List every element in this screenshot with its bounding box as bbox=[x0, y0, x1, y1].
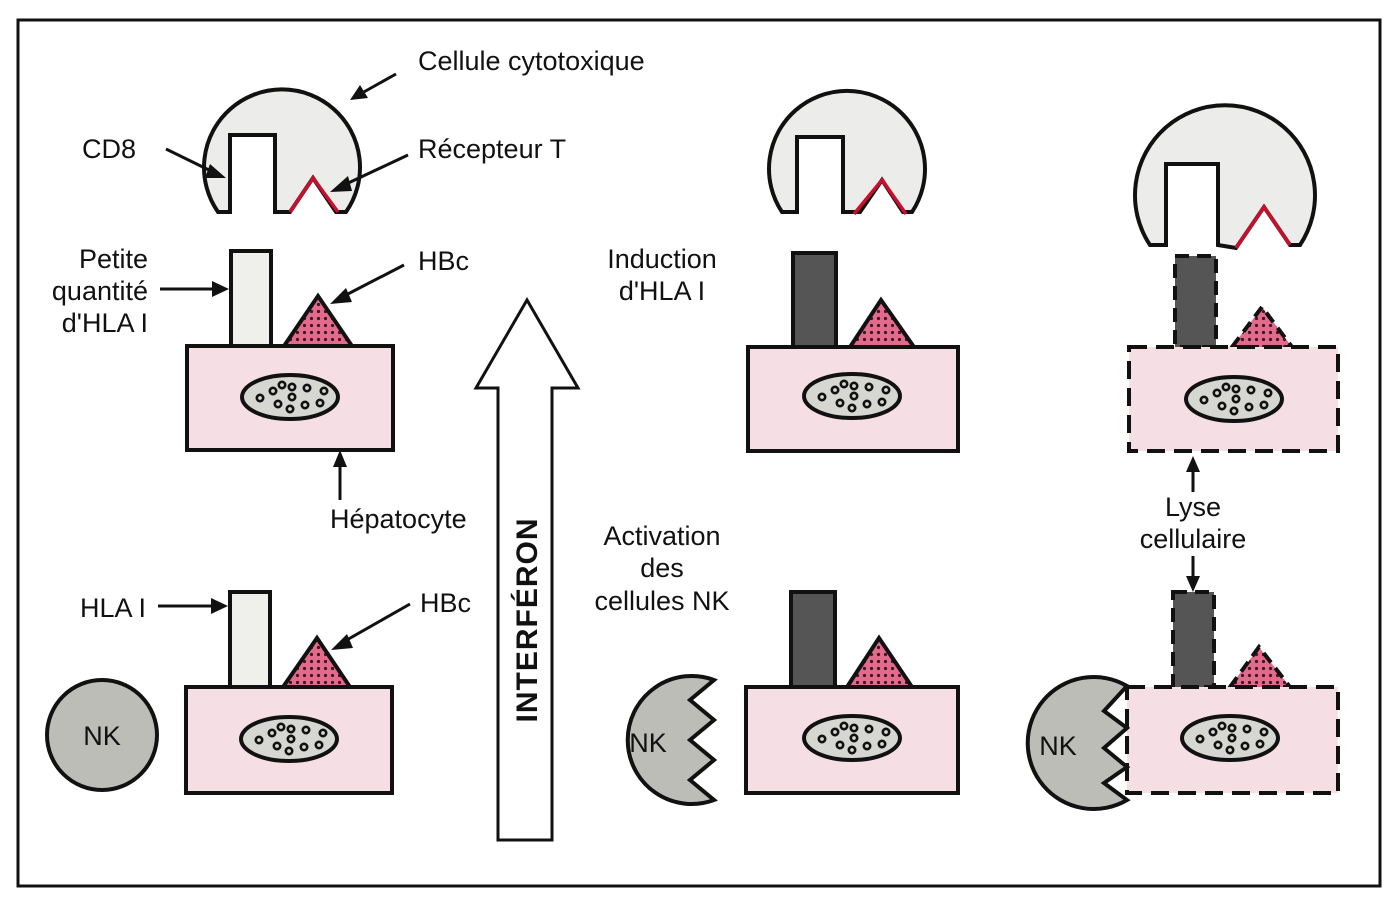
label-nk-right: NK bbox=[1039, 731, 1077, 761]
interferon-arrow: INTERFÉRON bbox=[473, 297, 581, 842]
nucleus bbox=[1180, 714, 1280, 762]
hbc-antigen bbox=[846, 296, 918, 349]
hepatocyte-top-middle bbox=[746, 251, 960, 453]
hla-high-molecule bbox=[791, 251, 838, 349]
cytotoxic-cell-middle bbox=[767, 88, 927, 216]
hla-high-molecule bbox=[1173, 254, 1218, 349]
t-cell-receptor bbox=[852, 177, 908, 216]
arrow-lysis-up bbox=[1186, 456, 1200, 492]
cytotoxic-cell-left bbox=[202, 87, 362, 214]
hla-high-molecule bbox=[789, 590, 837, 689]
label-nk-middle: NK bbox=[629, 728, 667, 758]
nucleus bbox=[239, 715, 339, 763]
hepatocyte-bottom-left bbox=[184, 590, 394, 795]
arrow-hbc-top bbox=[330, 263, 405, 304]
label-small-hla-2: quantité bbox=[52, 276, 148, 306]
hbc-antigen bbox=[843, 634, 916, 689]
arrow-hla-i bbox=[158, 598, 228, 614]
hbc-antigen bbox=[1228, 303, 1296, 349]
label-activation-3: cellules NK bbox=[594, 586, 729, 616]
arrow-cd8 bbox=[165, 147, 226, 178]
arrow-lysis-down bbox=[1186, 556, 1200, 592]
hla-low-molecule bbox=[229, 249, 273, 348]
label-cd8: CD8 bbox=[82, 134, 136, 164]
label-nk-left: NK bbox=[83, 721, 121, 751]
hepatocyte-lysed-top bbox=[1127, 254, 1340, 453]
label-lysis-2: cellulaire bbox=[1140, 524, 1247, 554]
arrow-hepatocyte bbox=[333, 450, 347, 500]
label-cytotoxic-cell: Cellule cytotoxique bbox=[418, 46, 645, 76]
hla-high-molecule bbox=[1171, 590, 1216, 689]
nucleus bbox=[802, 714, 902, 762]
label-hbc-top: HBc bbox=[418, 246, 469, 276]
label-small-hla-3: d'HLA I bbox=[62, 308, 148, 338]
label-hepatocyte: Hépatocyte bbox=[330, 504, 467, 534]
hbc-antigen bbox=[1226, 643, 1295, 689]
label-receptor-t: Récepteur T bbox=[418, 134, 566, 164]
hepatocyte-top-left bbox=[185, 249, 395, 452]
figure-frame bbox=[16, 18, 1382, 888]
nk-cell-left: NK bbox=[45, 678, 159, 792]
nucleus bbox=[240, 373, 340, 421]
arrow-hbc-bottom bbox=[331, 602, 411, 650]
t-cell-receptor bbox=[1234, 203, 1292, 249]
nucleus bbox=[1184, 375, 1284, 423]
label-lysis-1: Lyse bbox=[1165, 492, 1221, 522]
nucleus bbox=[802, 372, 902, 420]
cytotoxic-cell-right bbox=[1133, 103, 1317, 251]
arrow-receptor-t bbox=[330, 153, 409, 192]
arrow-small-hla bbox=[160, 281, 229, 297]
hla-low-molecule bbox=[228, 590, 272, 689]
t-cell-receptor bbox=[288, 174, 340, 214]
label-small-hla-1: Petite bbox=[79, 244, 148, 274]
arrow-cytotoxic-cell bbox=[350, 72, 397, 100]
hepatocyte-lysed-bottom bbox=[1125, 590, 1340, 795]
label-induction-2: d'HLA I bbox=[619, 276, 705, 306]
label-induction-1: Induction bbox=[607, 244, 717, 274]
label-activation-1: Activation bbox=[603, 521, 720, 551]
hepatocyte-bottom-middle bbox=[744, 590, 960, 795]
label-hbc-bottom: HBc bbox=[420, 588, 471, 618]
label-interferon: INTERFÉRON bbox=[510, 518, 544, 723]
hbc-antigen bbox=[280, 292, 356, 348]
label-activation-2: des bbox=[640, 553, 684, 583]
label-hla-i: HLA I bbox=[80, 593, 146, 623]
nk-cell-right: NK bbox=[1025, 675, 1131, 811]
nk-cell-middle: NK bbox=[625, 674, 718, 806]
